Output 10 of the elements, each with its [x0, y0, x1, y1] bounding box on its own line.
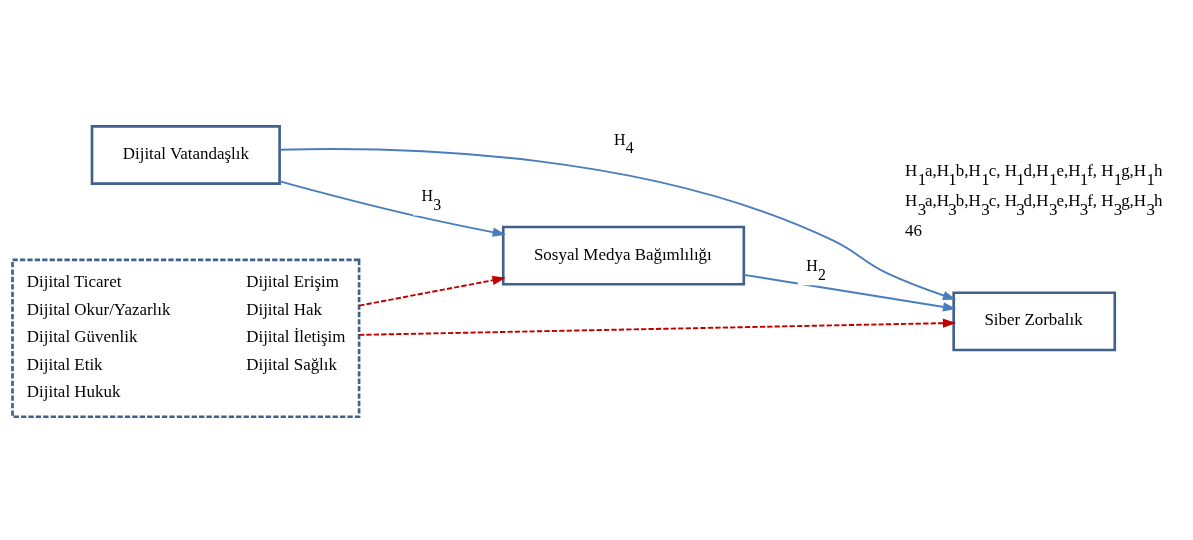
node-box: Dijital Ticaret Dijital Erişim Dijital Okur/Yazarlık Dijital Hak Dijital Güvenlik Dijital İletişim Dijital Etik Dijital Sağlık Dijital Hukuk [11, 258, 361, 418]
arrow [358, 275, 506, 307]
arrow [278, 179, 506, 237]
node-box: Dijital Vatandaşlık [90, 124, 281, 185]
arrow [742, 273, 957, 311]
arrow [358, 318, 957, 336]
label: 46 [904, 220, 922, 240]
node-box: Sosyal Medya Bağımlılığı [501, 225, 746, 286]
node-box: Siber Zorbalık [952, 290, 1117, 351]
arrow [278, 147, 957, 300]
